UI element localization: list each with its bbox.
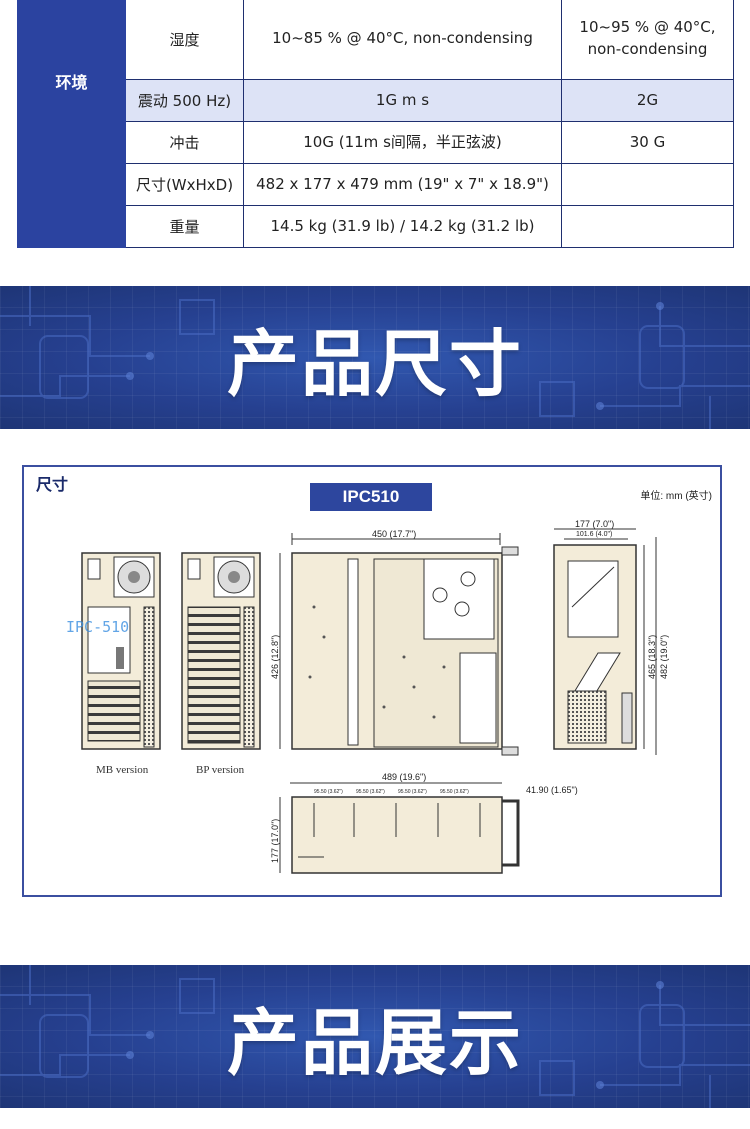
- spec-value-alt: [561, 205, 734, 248]
- category-cell: [17, 163, 126, 248]
- category-cell: 环境: [17, 0, 126, 164]
- dimension-drawing: 尺寸 IPC510 单位: mm (英寸) MB version IPC-510: [22, 465, 722, 897]
- handle-dim: 41.90 (1.65"): [526, 785, 578, 795]
- spec-value: 10~85 % @ 40°C, non-condensing: [243, 0, 562, 80]
- spacing-label: 95.50 (3.62"): [398, 789, 427, 795]
- side-width-dim: 177 (7.0"): [575, 519, 614, 529]
- circuit-pattern: [0, 965, 750, 1108]
- spec-value: 482 x 177 x 479 mm (19" x 7" x 18.9"): [243, 163, 562, 206]
- mb-version-chassis: [81, 552, 161, 750]
- spec-value: 10G (11m s间隔，半正弦波): [243, 121, 562, 164]
- banner-title: 产品展示: [226, 1001, 523, 1085]
- unit-label: 单位: mm (英寸): [640, 491, 712, 502]
- spec-value-alt: 10~95 % @ 40°C, non-condensing: [561, 0, 734, 80]
- circuit-pattern: [0, 286, 750, 429]
- spec-name: 尺寸(WxHxD): [125, 163, 244, 206]
- table-row: 尺寸(WxHxD) 482 x 177 x 479 mm (19" x 7" x…: [17, 163, 734, 248]
- spec-value: 1G m s: [243, 79, 562, 122]
- technical-drawing: MB version IPC-510 BP version: [66, 519, 669, 874]
- section-banner-showcase: 产品展示: [0, 965, 750, 1108]
- spacing-label: 95.50 (3.62"): [440, 789, 469, 795]
- banner-title: 产品尺寸: [226, 322, 523, 406]
- bp-version-label: BP version: [196, 764, 245, 776]
- top-depth-dim: 426 (12.8"): [270, 635, 280, 679]
- side-view: [553, 528, 657, 755]
- bp-version-chassis: [181, 552, 261, 750]
- front-height-dim: 177 (17.0"): [270, 819, 280, 863]
- spec-table: 环境 湿度 10~85 % @ 40°C, non-condensing 10~…: [17, 0, 734, 248]
- side-height-dim-1: 465 (18.3"): [647, 635, 657, 679]
- table-row: 冲击 10G (11m s间隔，半正弦波) 30 G: [18, 121, 734, 164]
- side-inner-dim: 101.6 (4.0"): [576, 531, 612, 538]
- spec-name: 冲击: [125, 121, 244, 164]
- spec-name: 重量: [125, 205, 244, 248]
- spacing-label: 95.50 (3.62"): [356, 789, 385, 795]
- spec-value: 14.5 kg (31.9 lb) / 14.2 kg (31.2 lb): [243, 205, 562, 248]
- drawing-label: 尺寸: [36, 477, 69, 494]
- side-height-dim-2: 482 (19.0"): [659, 635, 669, 679]
- top-width-dim: 450 (17.7"): [372, 529, 416, 539]
- spacing-label: 95.50 (3.62"): [314, 789, 343, 795]
- model-badge: IPC510: [310, 483, 432, 511]
- front-width-dim: 489 (19.6"): [382, 772, 426, 782]
- spec-value-alt: 30 G: [561, 121, 734, 164]
- mb-version-label: MB version: [96, 764, 149, 776]
- spec-value-alt: [561, 163, 734, 206]
- table-row: 环境 湿度 10~85 % @ 40°C, non-condensing 10~…: [17, 0, 734, 164]
- section-banner-dimensions: 产品尺寸: [0, 286, 750, 429]
- spec-name: 湿度: [125, 0, 244, 80]
- spec-value-alt: 2G: [561, 79, 734, 122]
- watermark: IPC-510: [66, 618, 129, 636]
- top-view: [279, 533, 519, 756]
- front-view: [279, 782, 520, 874]
- table-row: 重量 14.5 kg (31.9 lb) / 14.2 kg (31.2 lb): [18, 205, 734, 248]
- spec-name: 震动 500 Hz): [125, 79, 244, 122]
- table-row: 震动 500 Hz) 1G m s 2G: [18, 79, 734, 122]
